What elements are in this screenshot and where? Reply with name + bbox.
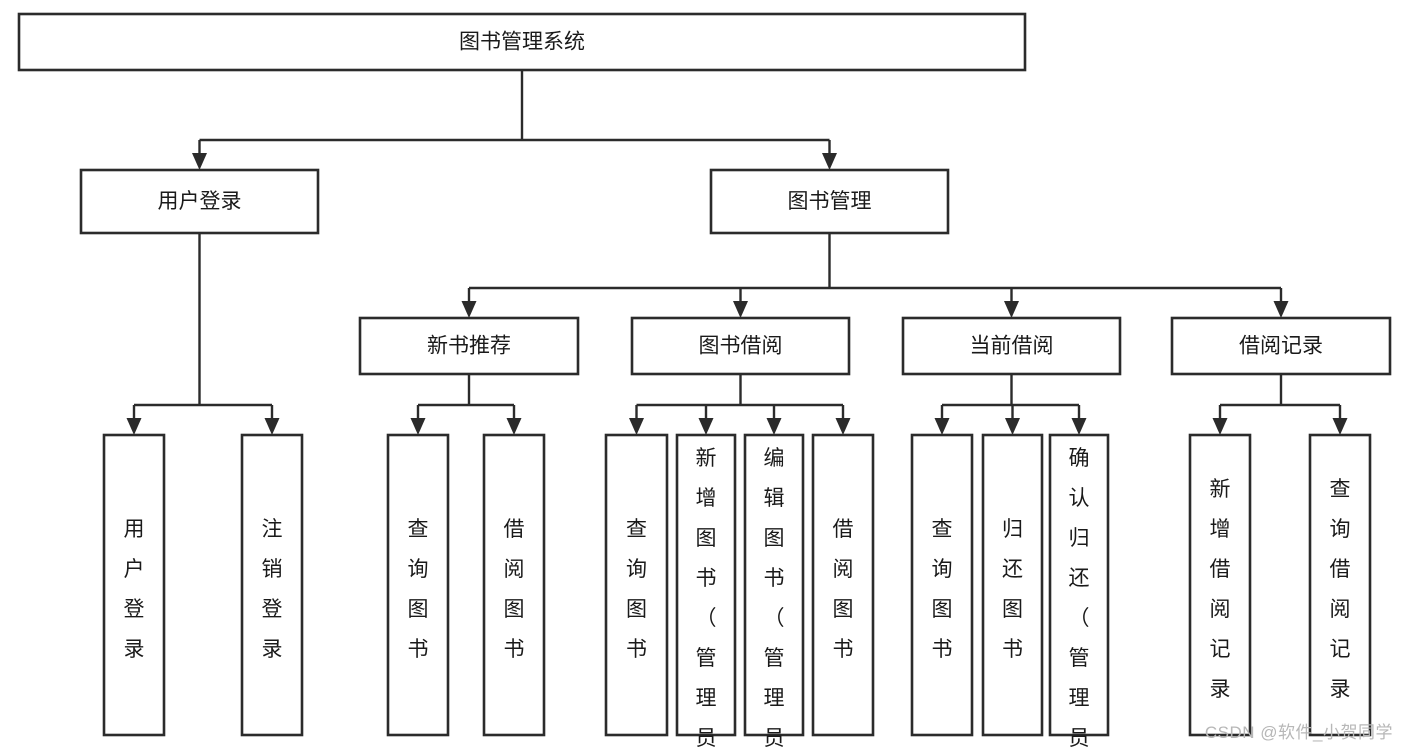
node-label: 归还图书 (1002, 518, 1023, 661)
node-box (386, 433, 450, 737)
node-root-图书管理系统[interactable]: 图书管理系统 (17, 12, 1027, 72)
node-box (901, 316, 1122, 376)
arrow-head-icon (1212, 418, 1228, 435)
node-leaf-edit-book[interactable]: 编辑图书（管理员） (743, 433, 805, 747)
arrow-head-icon (506, 418, 522, 435)
connector-layer (126, 70, 1348, 435)
connector-group-borrow-record (1212, 374, 1348, 435)
connector-group-book-manage (461, 233, 1289, 318)
node-label: 查询图书 (932, 518, 953, 661)
node-leaf-query-book-3[interactable]: 查询图书 (910, 433, 974, 737)
arrow-head-icon (264, 418, 280, 435)
arrow-head-icon (461, 301, 477, 318)
node-box (482, 433, 546, 737)
node-box (1188, 433, 1252, 737)
arrow-head-icon (698, 418, 714, 435)
node-book-borrow[interactable]: 图书借阅 (630, 316, 851, 376)
arrow-head-icon (822, 153, 837, 170)
node-box (102, 433, 166, 737)
node-box (79, 168, 320, 235)
node-label: 注销登录 (262, 518, 283, 661)
node-leaf-query-record[interactable]: 查询借阅记录 (1308, 433, 1372, 737)
node-leaf-add-book[interactable]: 新增图书（管理员） (675, 433, 737, 747)
node-box (1048, 433, 1110, 737)
node-box (240, 433, 304, 737)
node-label: 图书管理系统 (459, 31, 585, 54)
node-label: 编辑图书（管理员） (764, 447, 785, 747)
node-label: 新增图书（管理员） (696, 447, 717, 747)
arrow-head-icon (1071, 418, 1087, 435)
node-box (1170, 316, 1392, 376)
node-box (358, 316, 580, 376)
node-label: 查询借阅记录 (1330, 478, 1351, 701)
node-label: 借阅图书 (504, 518, 525, 661)
node-box (743, 433, 805, 737)
node-leaf-add-record[interactable]: 新增借阅记录 (1188, 433, 1252, 737)
node-box (675, 433, 737, 737)
node-leaf-user-login[interactable]: 用户登录 (102, 433, 166, 737)
node-new-book-recommend[interactable]: 新书推荐 (358, 316, 580, 376)
connector-group-user-login (126, 233, 280, 435)
node-label: 查询图书 (626, 518, 647, 661)
node-box (604, 433, 669, 737)
node-borrow-record[interactable]: 借阅记录 (1170, 316, 1392, 376)
node-leaf-confirm-return[interactable]: 确认归还（管理员） (1048, 433, 1110, 747)
node-label: 用户登录 (158, 190, 242, 213)
arrow-head-icon (1273, 301, 1289, 318)
node-label: 用户登录 (124, 518, 145, 661)
arrow-head-icon (1332, 418, 1348, 435)
arrow-head-icon (126, 418, 142, 435)
csdn-watermark: CSDN @软件_小贺同学 (1204, 723, 1393, 742)
node-label: 新书推荐 (427, 335, 511, 358)
node-box (709, 168, 950, 235)
arrow-head-icon (733, 301, 748, 318)
node-box (1308, 433, 1372, 737)
node-label: 确认归还（管理员） (1069, 447, 1090, 747)
node-box (811, 433, 875, 737)
connector-group-root (192, 70, 837, 170)
node-leaf-return-book[interactable]: 归还图书 (981, 433, 1044, 737)
node-label: 新增借阅记录 (1210, 478, 1231, 701)
arrow-head-icon (410, 418, 426, 435)
node-label: 当前借阅 (970, 335, 1054, 358)
node-label: 图书管理 (788, 190, 872, 213)
connector-group-book-borrow (629, 374, 851, 435)
node-current-borrow[interactable]: 当前借阅 (901, 316, 1122, 376)
node-box (630, 316, 851, 376)
arrow-head-icon (835, 418, 851, 435)
node-label: 查询图书 (408, 518, 429, 661)
node-box (981, 433, 1044, 737)
arrow-head-icon (766, 418, 782, 435)
arrow-head-icon (192, 153, 207, 170)
arrow-head-icon (1005, 418, 1020, 435)
node-label: 借阅记录 (1239, 335, 1323, 358)
node-leaf-borrow-book-1[interactable]: 借阅图书 (482, 433, 546, 737)
node-book-manage[interactable]: 图书管理 (709, 168, 950, 235)
node-box (910, 433, 974, 737)
node-label: 图书借阅 (699, 335, 783, 358)
node-layer: 图书管理系统用户登录图书管理新书推荐图书借阅当前借阅借阅记录用户登录注销登录查询… (17, 12, 1392, 747)
node-leaf-query-book-2[interactable]: 查询图书 (604, 433, 669, 737)
node-box (17, 12, 1027, 72)
arrow-head-icon (629, 418, 644, 435)
connector-group-new-book-recommend (410, 374, 522, 435)
arrow-head-icon (1004, 301, 1019, 318)
node-leaf-user-logout[interactable]: 注销登录 (240, 433, 304, 737)
node-label: 借阅图书 (833, 518, 854, 661)
connector-group-current-borrow (934, 374, 1087, 435)
arrow-head-icon (934, 418, 950, 435)
node-leaf-query-book-1[interactable]: 查询图书 (386, 433, 450, 737)
node-user-login[interactable]: 用户登录 (79, 168, 320, 235)
node-leaf-borrow-book-2[interactable]: 借阅图书 (811, 433, 875, 737)
